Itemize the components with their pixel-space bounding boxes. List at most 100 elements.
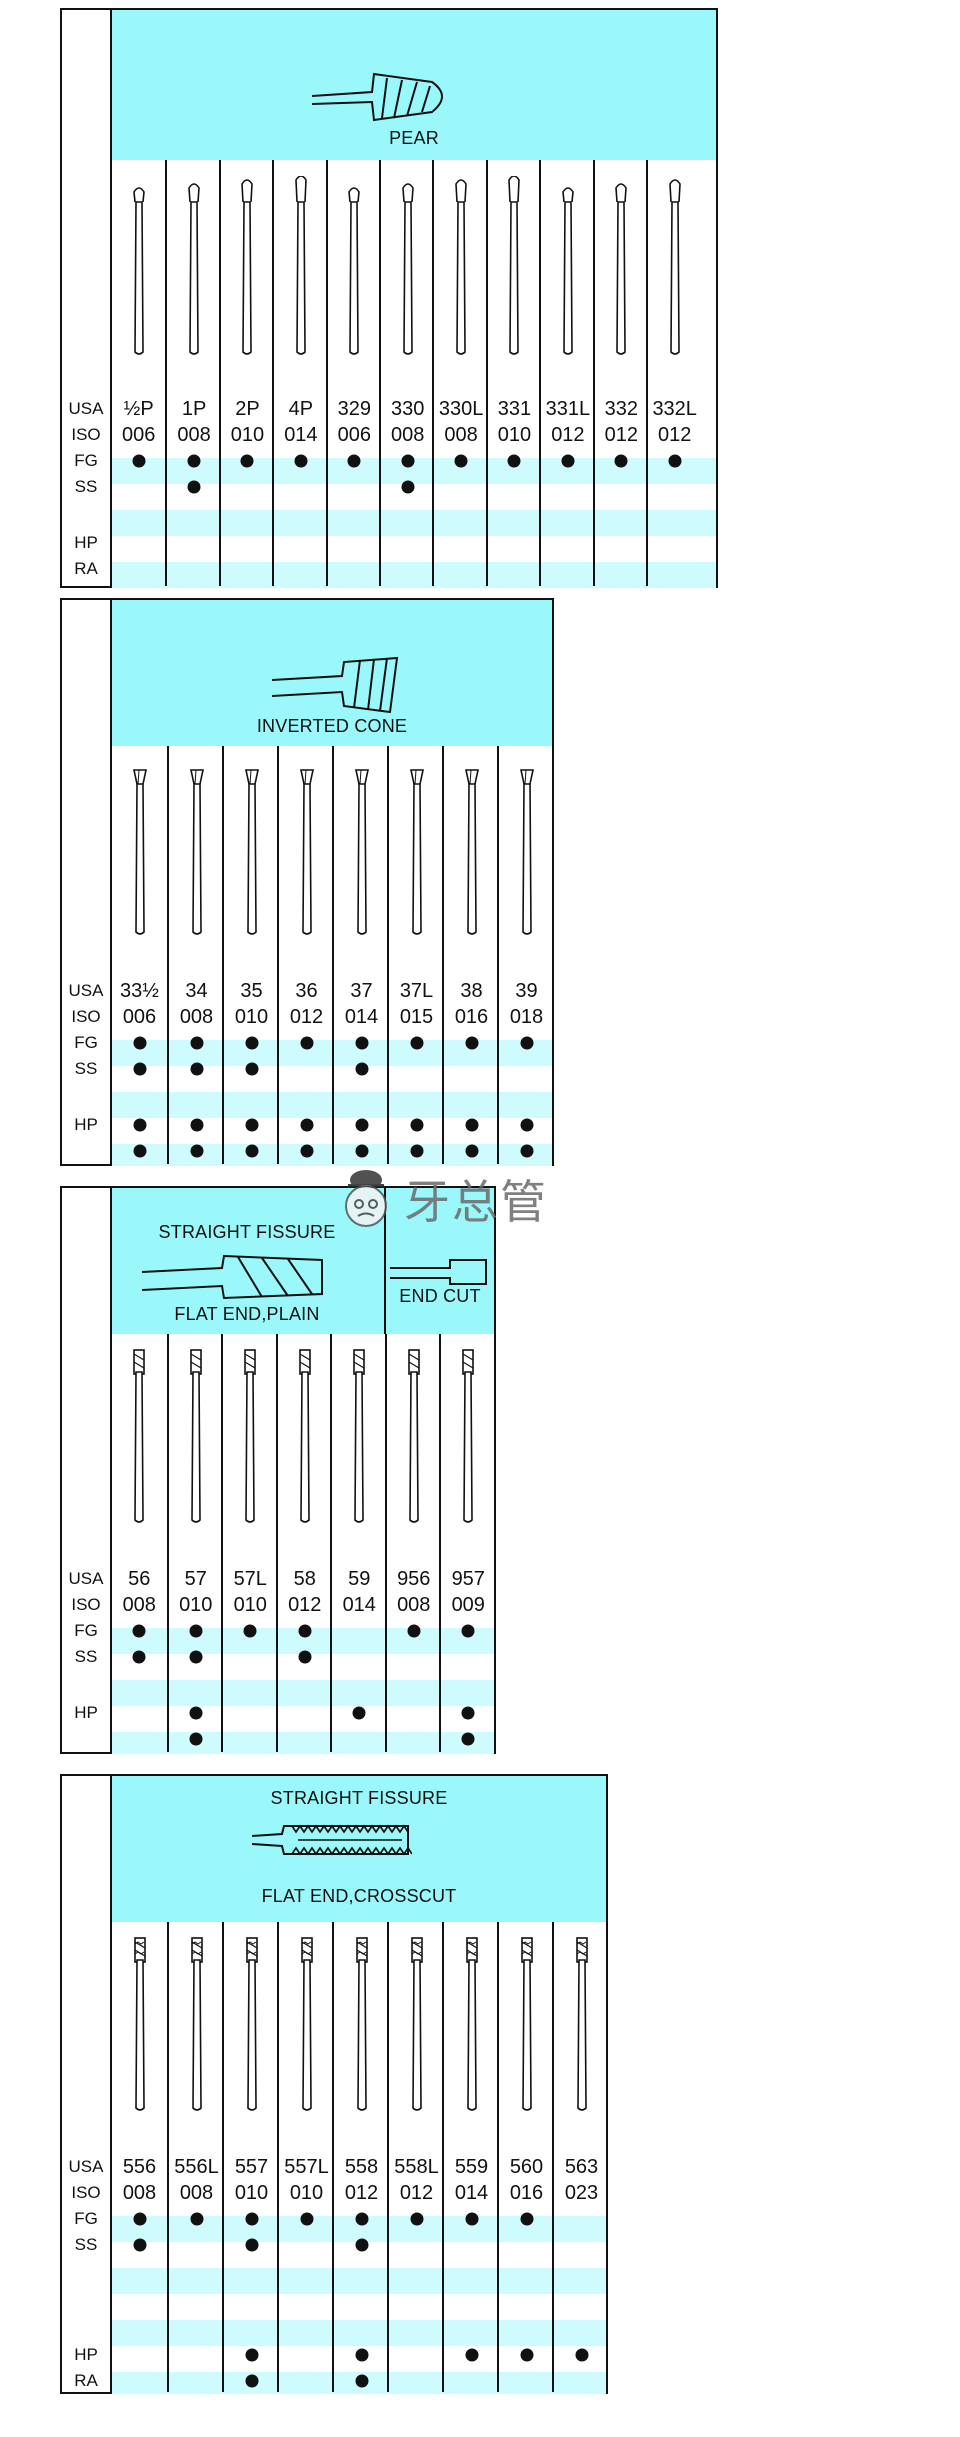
availability-dot-fg (243, 1624, 257, 1638)
row-label-ss: SS (74, 477, 98, 496)
availability-dot-ss (190, 1062, 203, 1076)
pear-title: PEAR (389, 128, 439, 148)
row-label-ss: SS (74, 1059, 98, 1078)
availability-dot-ra (520, 1144, 533, 1158)
iso-number: 009 (451, 1594, 485, 1616)
usa-number: 956 (397, 1568, 431, 1590)
availability-dot-hp (520, 2348, 533, 2362)
pear-bur-illustration (312, 72, 443, 122)
row-label-hp: HP (74, 1115, 98, 1134)
iso-number: 008 (397, 1594, 431, 1616)
usa-number: 556 (122, 2156, 157, 2178)
availability-dot-ra (245, 2374, 258, 2388)
iso-number: 014 (454, 2182, 489, 2204)
availability-dot-fg (298, 1624, 312, 1638)
bur-shape-icon (462, 758, 482, 941)
row-label-column (62, 1188, 112, 1752)
availability-dot-fg (668, 454, 682, 468)
inverted-cone-bur-illustration (272, 656, 399, 714)
usa-number: 559 (454, 2156, 489, 2178)
iso-number: 008 (444, 424, 478, 446)
availability-dot-ss (187, 480, 201, 494)
iso-number: 015 (399, 1006, 434, 1028)
row-label-column (62, 1776, 112, 2392)
usa-number: 36 (295, 980, 318, 1002)
bur-shape-icon (187, 758, 207, 941)
bur-shape-icon (462, 1934, 482, 2117)
availability-dot-fg (407, 1624, 421, 1638)
availability-dot-ss (133, 2238, 146, 2252)
usa-number: 556L (174, 2156, 219, 2178)
bur-shape-icon (130, 1934, 150, 2117)
availability-dot-ss (355, 1062, 368, 1076)
usa-number: 331L (545, 398, 591, 420)
iso-number: 010 (230, 424, 265, 446)
bur-shape-icon (404, 1346, 424, 1529)
usa-number: 329 (337, 398, 371, 420)
iso-number: 008 (177, 424, 211, 446)
iso-number: 012 (289, 1006, 324, 1028)
end-cut-bur-illustration (390, 1259, 487, 1285)
usa-number: 557L (284, 2156, 329, 2178)
iso-number: 010 (179, 1594, 213, 1616)
iso-number: 012 (288, 1594, 322, 1616)
straight-fissure-plain-table: STRAIGHT FISSURE FLAT END,PLAIN END CUT … (60, 1186, 496, 1754)
row-label-ss: SS (74, 2235, 98, 2254)
availability-dot-fg (245, 2212, 258, 2226)
row-label-ra: RA (74, 559, 98, 578)
usa-number: 557 (234, 2156, 269, 2178)
usa-number: ½P (123, 398, 154, 420)
iso-number: 014 (284, 424, 318, 446)
row-label-fg: FG (74, 451, 98, 470)
row-label-column (62, 600, 112, 1164)
row-label-hp: HP (74, 533, 98, 552)
bur-shape-icon (295, 1346, 315, 1529)
usa-number: 560 (509, 2156, 544, 2178)
availability-dot-fg (240, 454, 254, 468)
availability-dot-fg (133, 2212, 146, 2226)
availability-dot-ra (300, 1144, 313, 1158)
availability-dot-fg (520, 1036, 533, 1050)
inverted-cone-title: INVERTED CONE (256, 716, 408, 736)
bur-shape-icon (130, 758, 150, 941)
availability-dot-hp (355, 2348, 368, 2362)
usa-number: 58 (293, 1568, 316, 1590)
row-label-fg: FG (74, 2209, 98, 2228)
availability-dot-hp (300, 1118, 313, 1132)
availability-dot-fg (300, 2212, 313, 2226)
iso-number: 012 (344, 2182, 379, 2204)
availability-dot-hp (189, 1706, 203, 1720)
availability-dot-fg (507, 454, 521, 468)
usa-number: 4P (288, 398, 314, 420)
bur-shape-icon (458, 1346, 478, 1529)
pear-header: PEAR (112, 10, 716, 160)
availability-dot-fg (347, 454, 361, 468)
availability-dot-hp (520, 1118, 533, 1132)
flat-end-plain-subtitle: FLAT END,PLAIN (174, 1304, 320, 1324)
row-label-iso: ISO (71, 2183, 101, 2202)
availability-dot-fg (520, 2212, 533, 2226)
availability-dot-hp (352, 1706, 366, 1720)
availability-dot-hp (465, 2348, 478, 2362)
usa-number: 57 (184, 1568, 207, 1590)
bur-shape-icon (665, 176, 685, 361)
straight-fissure-crosscut-table: STRAIGHT FISSURE FLAT END,CROSSCUT USA I… (60, 1774, 608, 2394)
availability-dot-fg (465, 1036, 478, 1050)
availability-dot-hp (133, 1118, 146, 1132)
